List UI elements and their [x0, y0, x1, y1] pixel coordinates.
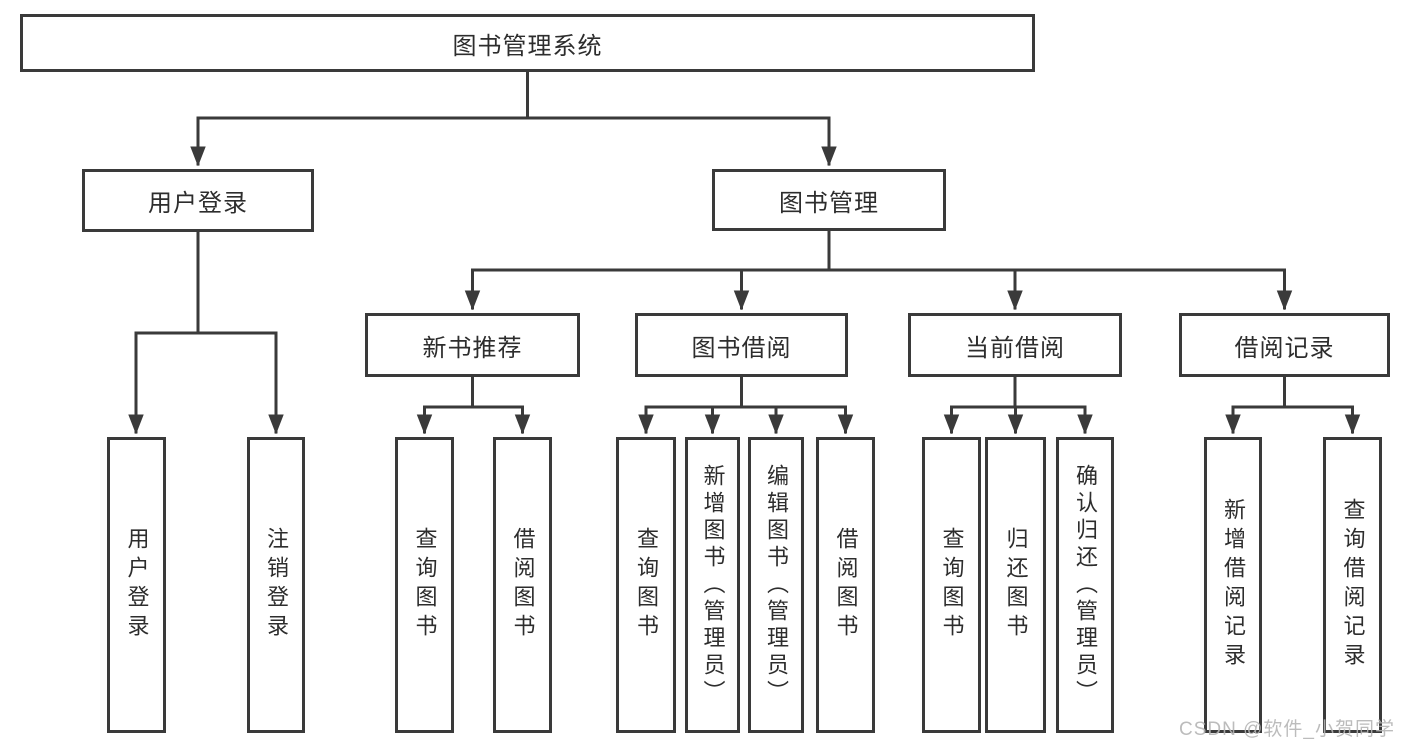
leaf-return-books: 归还图书 [985, 437, 1046, 733]
node-label: 编辑图书（管理员） [764, 463, 789, 707]
node-book-management: 图书管理 [712, 169, 946, 231]
node-label: 借阅图书 [833, 527, 859, 643]
node-label: 借阅记录 [1234, 334, 1335, 362]
node-book-borrowing: 图书借阅 [635, 313, 848, 377]
leaf-add-borrow-record: 新增借阅记录 [1204, 437, 1262, 733]
node-label: 归还图书 [1003, 527, 1029, 643]
node-label: 新书推荐 [422, 334, 523, 362]
leaf-query-books-1: 查询图书 [395, 437, 454, 733]
node-label: 新增图书（管理员） [700, 463, 726, 707]
leaf-add-books-admin: 新增图书（管理员） [685, 437, 740, 733]
node-label: 用户登录 [148, 190, 248, 217]
leaf-query-books-2: 查询图书 [616, 437, 676, 733]
node-label: 借阅图书 [510, 527, 536, 643]
node-current-borrowing: 当前借阅 [908, 313, 1122, 377]
node-label: 确认归还（管理员） [1073, 463, 1098, 707]
leaf-user-login: 用户登录 [107, 437, 166, 733]
leaf-borrow-books-1: 借阅图书 [493, 437, 552, 733]
node-label: 图书借阅 [691, 334, 792, 362]
leaf-borrow-books-2: 借阅图书 [816, 437, 875, 733]
node-label: 查询图书 [412, 527, 438, 643]
node-user-login: 用户登录 [82, 169, 314, 232]
leaf-query-borrow-record: 查询借阅记录 [1323, 437, 1382, 733]
node-label: 注销登录 [264, 527, 289, 643]
node-library-management-system: 图书管理系统 [20, 14, 1035, 72]
node-borrowing-records: 借阅记录 [1179, 313, 1390, 377]
node-label: 新增借阅记录 [1221, 498, 1246, 672]
node-label: 查询图书 [939, 527, 965, 643]
leaf-query-books-3: 查询图书 [922, 437, 981, 733]
node-label: 用户登录 [124, 527, 150, 643]
leaf-edit-books-admin: 编辑图书（管理员） [748, 437, 804, 733]
node-label: 当前借阅 [965, 334, 1065, 362]
leaf-logout: 注销登录 [247, 437, 305, 733]
node-new-book-recommendation: 新书推荐 [365, 313, 580, 377]
node-label: 查询借阅记录 [1340, 498, 1366, 672]
node-label: 图书管理系统 [452, 32, 603, 60]
node-label: 图书管理 [779, 189, 879, 217]
leaf-confirm-return-admin: 确认归还（管理员） [1056, 437, 1114, 733]
node-label: 查询图书 [634, 527, 659, 643]
watermark-text: CSDN @软件_小贺同学 [1179, 719, 1395, 740]
